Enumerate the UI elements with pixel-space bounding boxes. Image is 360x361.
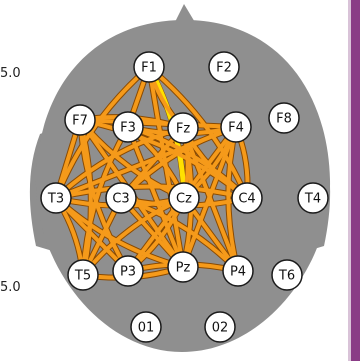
electrode-c4: C4	[231, 182, 263, 214]
electrode-label: F7	[72, 114, 88, 129]
electrode-label: C3	[112, 192, 129, 207]
side-bar-edge	[348, 0, 351, 361]
electrode-marker	[208, 51, 240, 83]
axis-label-top: 5.0	[0, 66, 21, 81]
electrode-marker	[168, 182, 200, 214]
connection-F4-P4	[226, 125, 240, 273]
electrode-t4: T4	[297, 182, 329, 214]
connection-F3-Pz	[126, 125, 185, 269]
connection-T3-C4	[54, 184, 249, 200]
electrode-marker	[222, 255, 254, 287]
electrode-f4: F4	[220, 111, 252, 143]
electrode-marker	[220, 111, 252, 143]
electrode-f7: F7	[64, 104, 96, 136]
electrode-t6: T6	[271, 259, 303, 291]
electrode-cz: Cz	[168, 182, 200, 214]
electrode-marker	[133, 51, 165, 83]
electrode-label: F3	[120, 121, 136, 136]
electrode-label: T5	[74, 269, 91, 284]
electrode-marker	[130, 311, 162, 343]
electrode-o2: 02	[204, 311, 236, 343]
electrode-label: Fz	[176, 122, 190, 137]
electrode-label: 02	[212, 321, 229, 336]
electrode-marker	[40, 182, 72, 214]
electrode-f8: F8	[268, 102, 300, 134]
electrode-label: F1	[141, 61, 157, 76]
electrode-label: T6	[278, 269, 295, 284]
electrode-t3: T3	[40, 182, 72, 214]
connection-F1-T3	[54, 65, 151, 200]
connection-F3-T5	[81, 125, 130, 277]
side-bar	[351, 0, 360, 361]
electrode-marker	[112, 255, 144, 287]
electrode-label: Pz	[176, 261, 191, 276]
electrode-marker	[105, 182, 137, 214]
connection-F4-Pz	[181, 125, 238, 269]
electrode-label: F2	[216, 61, 232, 76]
connection-Fz-T3	[54, 126, 185, 200]
electrode-label: F4	[228, 121, 244, 136]
electrode-label: C4	[238, 192, 255, 207]
electrode-marker	[268, 102, 300, 134]
electrode-marker	[167, 251, 199, 283]
electrode-marker	[271, 259, 303, 291]
electrode-marker	[297, 182, 329, 214]
electrode-f1: F1	[133, 51, 165, 83]
electrode-label: T4	[304, 192, 321, 207]
electrode-label: 01	[138, 321, 155, 336]
electrode-label: P3	[120, 265, 136, 280]
electrode-pz: Pz	[167, 251, 199, 283]
electrode-marker	[231, 182, 263, 214]
electrode-marker	[112, 111, 144, 143]
electrode-p3: P3	[112, 255, 144, 287]
axis-label-bottom: 5.0	[0, 280, 21, 295]
electrode-label: Cz	[176, 192, 192, 207]
electrode-label: F8	[276, 112, 292, 127]
electrode-marker	[67, 259, 99, 291]
electrode-p4: P4	[222, 255, 254, 287]
nose-marker	[174, 4, 196, 24]
electrode-marker	[167, 112, 199, 144]
electrode-marker	[204, 311, 236, 343]
electrode-f3: F3	[112, 111, 144, 143]
connection-F7-F4	[78, 118, 238, 129]
electrode-t5: T5	[67, 259, 99, 291]
electrode-f2: F2	[208, 51, 240, 83]
electrode-o1: 01	[130, 311, 162, 343]
electrode-fz: Fz	[167, 112, 199, 144]
electrode-marker	[64, 104, 96, 136]
electrode-c3: C3	[105, 182, 137, 214]
electrode-label: P4	[230, 265, 246, 280]
electrode-label: T3	[47, 192, 64, 207]
